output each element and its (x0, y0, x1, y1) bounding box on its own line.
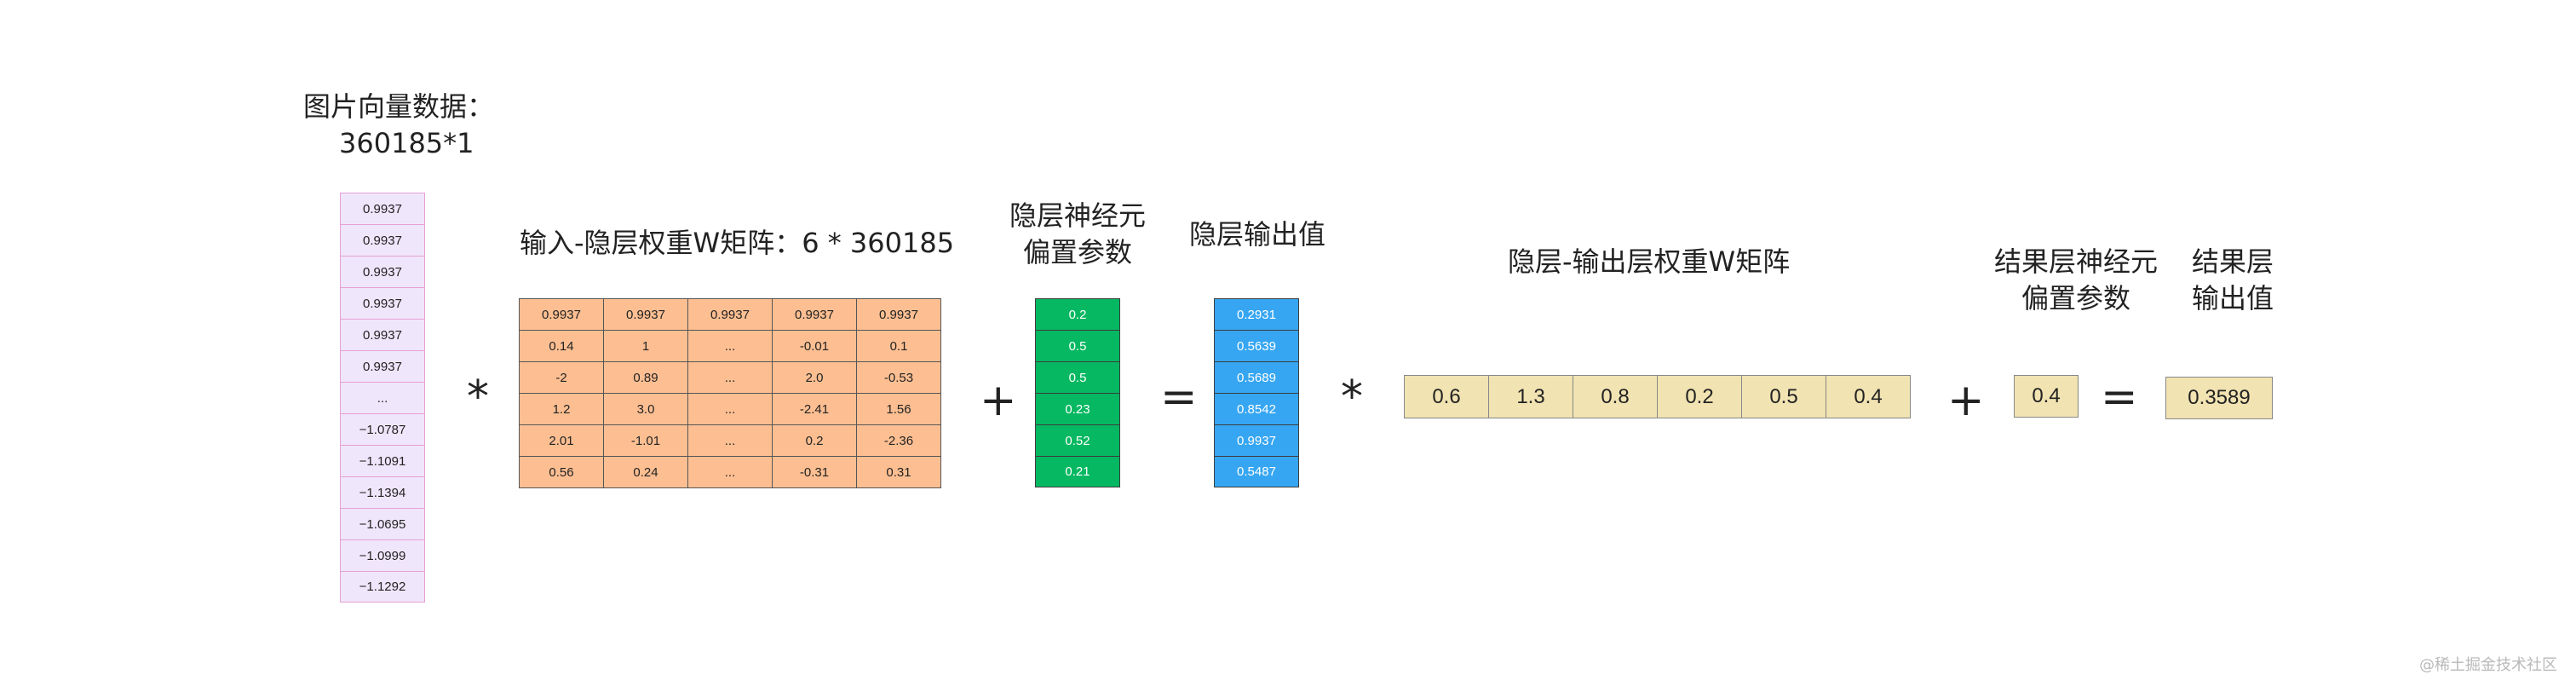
multiply-operator-2: * (1341, 372, 1363, 423)
image-vector-cell: −1.0787 (340, 413, 425, 445)
image-vector-cell: 0.9937 (340, 193, 425, 224)
hidden-output-cell: 0.5487 (1214, 456, 1299, 487)
input-weight-cell: 1.2 (520, 394, 604, 425)
input-weight-cell: ... (688, 425, 773, 457)
result-output-label: 结果层 输出值 (2186, 244, 2280, 317)
output-bias-label-line-2: 偏置参数 (2021, 282, 2130, 315)
input-weight-cell: 0.9937 (688, 299, 773, 331)
hidden-bias-cell: 0.21 (1035, 456, 1120, 487)
input-weight-cell: 1 (604, 331, 688, 362)
output-weight-cell: 0.2 (1658, 376, 1742, 418)
equals-operator: = (1160, 372, 1198, 423)
hidden-bias-cell: 0.23 (1035, 393, 1120, 424)
hidden-output-cell: 0.5639 (1214, 330, 1299, 361)
output-bias-label: 结果层神经元 偏置参数 (1993, 244, 2159, 317)
hidden-output-cell: 0.2931 (1214, 298, 1299, 330)
image-vector-label-line-2: 360185*1 (339, 127, 474, 160)
input-weight-cell: 1.56 (857, 394, 941, 425)
result-box: 0.3589 (2165, 377, 2273, 419)
hidden-bias-label-line-1: 隐层神经元 (1009, 199, 1146, 232)
image-vector-cell: 0.9937 (340, 350, 425, 382)
image-vector-cell: −1.0999 (340, 539, 425, 571)
hidden-bias-cell: 0.52 (1035, 424, 1120, 456)
plus-operator-2: + (1947, 375, 1985, 426)
multiply-operator: * (467, 372, 489, 423)
image-vector-cell: 0.9937 (340, 224, 425, 256)
input-weight-cell: -0.53 (857, 362, 941, 394)
image-vector-label: 图片向量数据： 360185*1 (303, 89, 494, 162)
hidden-bias-label-line-2: 偏置参数 (1022, 236, 1132, 269)
output-weight-cell: 0.8 (1573, 376, 1658, 418)
image-vector-cell: −1.0695 (340, 508, 425, 539)
input-weight-cell: 0.89 (604, 362, 688, 394)
input-weight-cell: 2.0 (773, 362, 857, 394)
image-vector-cell: 0.9937 (340, 287, 425, 319)
result-output-label-line-2: 输出值 (2191, 282, 2274, 315)
output-weight-cell: 1.3 (1489, 376, 1573, 418)
watermark-text: @稀土掘金技术社区 (2419, 656, 2557, 674)
output-bias-label-line-1: 结果层神经元 (1993, 245, 2158, 278)
equals-operator-2: = (2101, 372, 2138, 423)
input-weight-cell: ... (688, 362, 773, 394)
output-weight-cell: 0.6 (1405, 376, 1489, 418)
output-bias-box: 0.4 (2014, 375, 2079, 418)
hidden-output-cell: 0.9937 (1214, 424, 1299, 456)
hidden-bias-cell: 0.2 (1035, 298, 1120, 330)
hidden-bias-cell: 0.5 (1035, 361, 1120, 393)
image-vector-cell: −1.1292 (340, 571, 425, 603)
input-weight-cell: -2.41 (773, 394, 857, 425)
input-weight-label: 输入-隐层权重W矩阵：6 * 360185 (520, 227, 955, 259)
input-weight-cell: -0.01 (773, 331, 857, 362)
input-weight-cell: 0.56 (520, 457, 604, 488)
input-weight-cell: 0.9937 (520, 299, 604, 331)
input-weight-cell: 0.1 (857, 331, 941, 362)
image-vector-cell: −1.1091 (340, 445, 425, 476)
input-weight-cell: -0.31 (773, 457, 857, 488)
hidden-bias-label: 隐层神经元 偏置参数 (1003, 198, 1152, 271)
image-vector-cell: 0.9937 (340, 319, 425, 350)
input-weight-cell: 0.14 (520, 331, 604, 362)
hidden-output-cell: 0.5689 (1214, 361, 1299, 393)
input-weight-cell: -2.36 (857, 425, 941, 457)
image-vector-label-line-1: 图片向量数据： (303, 90, 495, 123)
hidden-output-cell: 0.8542 (1214, 393, 1299, 424)
hidden-output-label: 隐层输出值 (1188, 218, 1325, 251)
output-weight-cell: 0.5 (1742, 376, 1826, 418)
input-weight-cell: ... (688, 331, 773, 362)
input-weight-cell: 0.9937 (773, 299, 857, 331)
input-weight-cell: 0.24 (604, 457, 688, 488)
input-weight-cell: 0.9937 (604, 299, 688, 331)
plus-operator: + (980, 375, 1017, 426)
input-weight-cell: 0.2 (773, 425, 857, 457)
input-weight-cell: ... (688, 457, 773, 488)
input-weight-cell: 2.01 (520, 425, 604, 457)
image-vector-cell: 0.9937 (340, 256, 425, 287)
output-weight-label: 隐层-输出层权重W矩阵 (1508, 245, 1791, 278)
input-weight-cell: -1.01 (604, 425, 688, 457)
image-vector-cell: ... (340, 382, 425, 413)
result-output-label-line-1: 结果层 (2191, 245, 2274, 278)
hidden-bias-cell: 0.5 (1035, 330, 1120, 361)
input-weight-cell: 0.31 (857, 457, 941, 488)
output-weight-cell: 0.4 (1826, 376, 1911, 418)
image-vector-cell: −1.1394 (340, 476, 425, 508)
input-weight-cell: ... (688, 394, 773, 425)
input-weight-cell: 0.9937 (857, 299, 941, 331)
input-weight-cell: 3.0 (604, 394, 688, 425)
input-weight-cell: -2 (520, 362, 604, 394)
